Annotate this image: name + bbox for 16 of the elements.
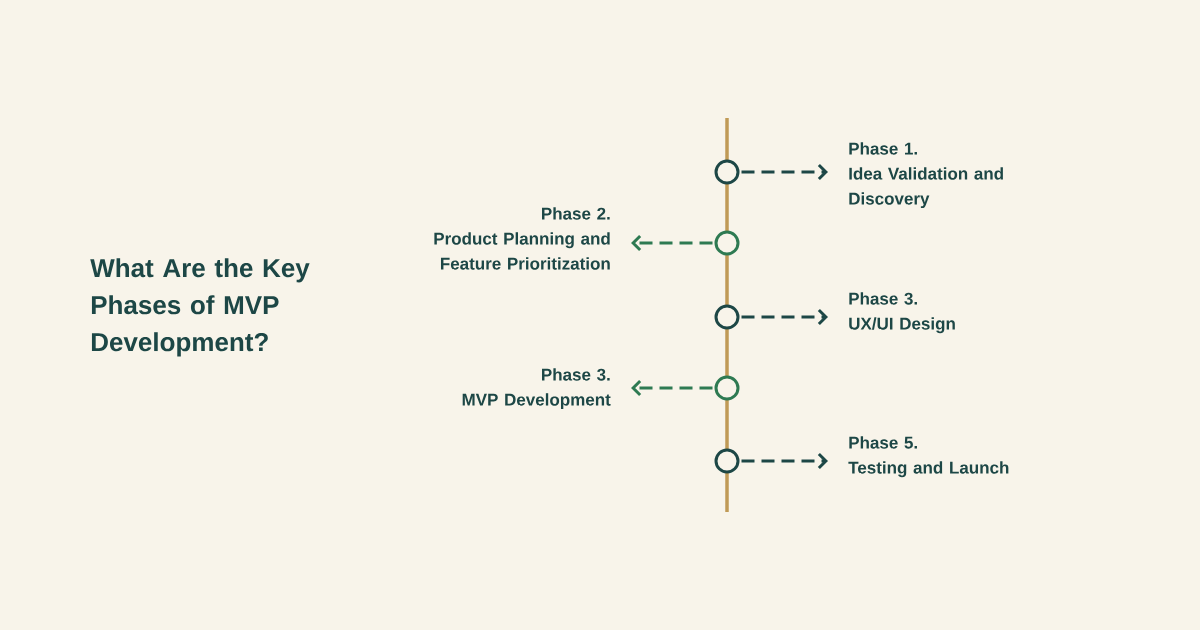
phase-label: Phase 2. Product Planning and Feature Prioritization	[434, 207, 610, 270]
timeline-circle	[714, 304, 740, 330]
dashed-arrow	[741, 308, 828, 326]
phase-label: Phase 1. Idea Validation and Discovery	[849, 142, 1003, 209]
timeline-circle	[714, 375, 740, 401]
timeline-circle	[714, 159, 740, 185]
timeline-circle	[714, 448, 740, 474]
dashed-arrow	[741, 163, 828, 181]
phase-label: Phase 3. MVP Development	[462, 368, 611, 410]
title: What Are the Key Phases of MVP Development?	[90, 258, 310, 357]
dashed-arrow	[631, 379, 713, 397]
dashed-arrow	[631, 234, 713, 252]
phase-label: Phase 5. Testing and Launch	[848, 436, 1009, 478]
dashed-arrow	[741, 452, 828, 470]
phase-label: Phase 3. UX/UI Design	[849, 292, 955, 334]
timeline-circle	[714, 230, 740, 256]
